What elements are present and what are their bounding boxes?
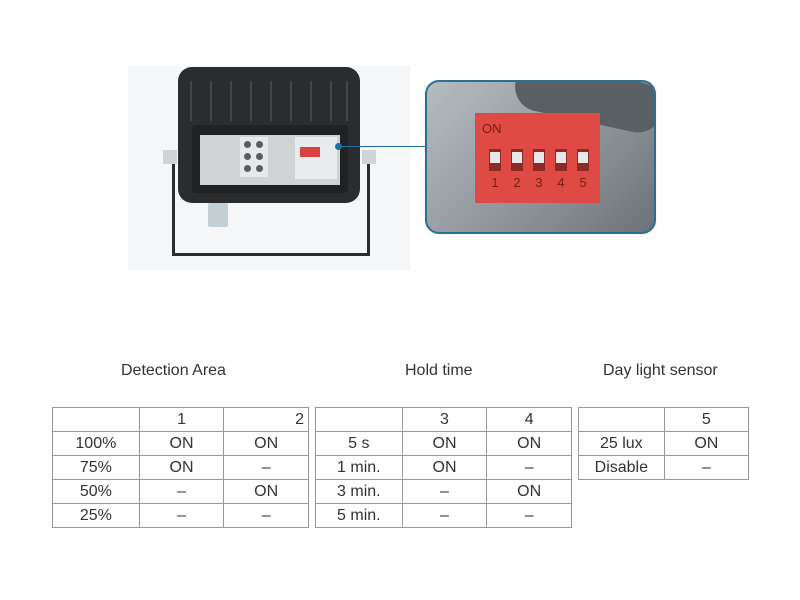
- header-cell: [52, 407, 140, 432]
- table-row: 25% – –: [52, 503, 309, 528]
- header-cell: 1: [138, 407, 225, 432]
- bracket-knob-left: [163, 150, 177, 164]
- header-cell: [315, 407, 403, 432]
- switch-number: 5: [579, 175, 587, 190]
- row-label: 3 min.: [315, 479, 403, 504]
- cell: –: [401, 479, 488, 504]
- detection-area-title: Detection Area: [121, 362, 226, 379]
- cell: ON: [138, 431, 225, 456]
- cell: ON: [401, 431, 488, 456]
- bracket-knob-right: [362, 150, 376, 164]
- dip-switch-3: [533, 149, 545, 171]
- row-label: 25 lux: [578, 431, 665, 456]
- header-cell: 3: [401, 407, 488, 432]
- cell: ON: [223, 479, 309, 504]
- switch-number: 4: [557, 175, 565, 190]
- row-label: 1 min.: [315, 455, 403, 480]
- row-label: 50%: [52, 479, 140, 504]
- switch-number: 2: [513, 175, 521, 190]
- dip-switch-1: [489, 149, 501, 171]
- cell: –: [138, 503, 225, 528]
- cable-gland: [208, 203, 228, 227]
- header-cell: 2: [223, 407, 309, 432]
- cell: –: [486, 503, 572, 528]
- header-cell: [578, 407, 665, 432]
- dip-on-label: ON: [482, 121, 502, 136]
- table-header-row: 3 4: [315, 407, 572, 432]
- hold-time-table: 3 4 5 s ON ON 1 min. ON – 3 min. – ON 5 …: [315, 407, 572, 528]
- mini-dip-switch: [300, 147, 320, 157]
- table-row: 3 min. – ON: [315, 479, 572, 504]
- cell: ON: [138, 455, 225, 480]
- table-header-row: 5: [578, 407, 750, 432]
- table-row: 1 min. ON –: [315, 455, 572, 480]
- callout-pointer-line: [338, 146, 430, 147]
- dip-switch-callout: ON 1 2 3 4 5: [425, 80, 656, 234]
- table-header-row: 1 2: [52, 407, 309, 432]
- dip-switch-5: [577, 149, 589, 171]
- header-cell: 4: [486, 407, 572, 432]
- table-row: 5 s ON ON: [315, 431, 572, 456]
- day-light-sensor-title: Day light sensor: [603, 362, 718, 379]
- cell: ON: [223, 431, 309, 456]
- hold-time-title: Hold time: [405, 362, 473, 379]
- table-row: 50% – ON: [52, 479, 309, 504]
- table-row: 25 lux ON: [578, 431, 750, 456]
- cell: –: [486, 455, 572, 480]
- dip-switch-4: [555, 149, 567, 171]
- dip-switch: ON 1 2 3 4 5: [475, 113, 600, 203]
- detection-area-table: 1 2 100% ON ON 75% ON – 50% – ON 25% – –: [52, 407, 309, 528]
- cell: ON: [401, 455, 488, 480]
- cell: –: [223, 455, 309, 480]
- cell: –: [401, 503, 488, 528]
- table-row: 75% ON –: [52, 455, 309, 480]
- cell: ON: [663, 431, 750, 456]
- row-label: 100%: [52, 431, 140, 456]
- mounting-bracket: [172, 155, 370, 256]
- cell: –: [223, 503, 309, 528]
- row-label: 25%: [52, 503, 140, 528]
- cell: –: [138, 479, 225, 504]
- sensor-board: [295, 137, 337, 179]
- day-light-sensor-table: 5 25 lux ON Disable –: [578, 407, 750, 480]
- switch-number: 3: [535, 175, 543, 190]
- header-cell: 5: [663, 407, 750, 432]
- dip-switch-2: [511, 149, 523, 171]
- table-row: 100% ON ON: [52, 431, 309, 456]
- row-label: 5 min.: [315, 503, 403, 528]
- table-row: Disable –: [578, 455, 750, 480]
- cell: ON: [486, 479, 572, 504]
- row-label: 5 s: [315, 431, 403, 456]
- terminal-block: [240, 137, 268, 177]
- row-label: 75%: [52, 455, 140, 480]
- switch-number: 1: [491, 175, 499, 190]
- table-row: 5 min. – –: [315, 503, 572, 528]
- cell: –: [663, 455, 750, 480]
- cell: ON: [486, 431, 572, 456]
- row-label: Disable: [578, 455, 665, 480]
